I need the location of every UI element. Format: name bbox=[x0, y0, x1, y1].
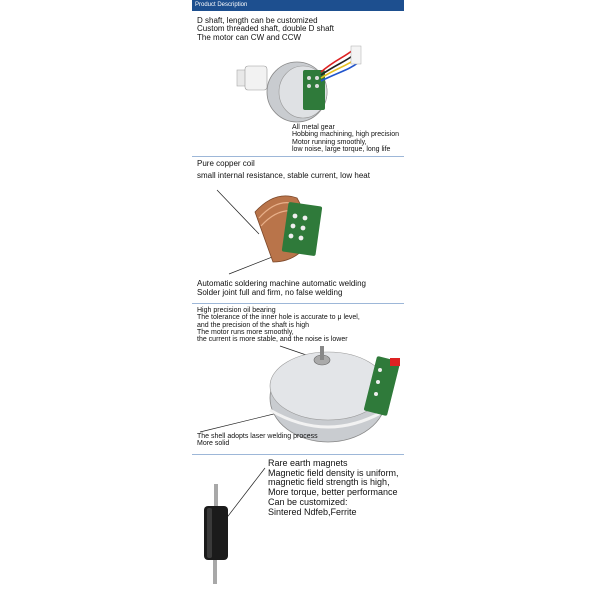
solder-text: Automatic soldering machine automatic we… bbox=[197, 279, 366, 298]
gear-line: low noise, large torque, long life bbox=[292, 146, 391, 154]
section-divider bbox=[192, 303, 404, 304]
header-title: Product Description bbox=[195, 2, 248, 8]
product-description-header: Product Description bbox=[192, 0, 404, 11]
coil-text: Pure copper coil small internal resistan… bbox=[197, 159, 370, 181]
bearing-line: and the precision of the shaft is high bbox=[197, 321, 310, 329]
solder-line: Solder joint full and firm, no false wel… bbox=[197, 288, 343, 298]
magnet-text: Rare earth magnets Magnetic field densit… bbox=[268, 458, 399, 517]
bearing-line: the current is more stable, and the nois… bbox=[197, 336, 348, 344]
coil-title: Pure copper coil bbox=[197, 159, 255, 168]
shell-line: More solid bbox=[197, 440, 230, 448]
coil-line: small internal resistance, stable curren… bbox=[197, 171, 370, 181]
motor-gear-image bbox=[236, 45, 362, 123]
gear-line: Motor running smoothly, bbox=[292, 138, 367, 146]
solder-line: Automatic soldering machine automatic we… bbox=[197, 279, 366, 288]
motor-bearing-image bbox=[199, 345, 400, 443]
magnet-line: Can be customized: bbox=[268, 496, 348, 507]
bearing-line: High precision oil bearing bbox=[197, 307, 276, 314]
gear-text: All metal gear Hobbing machining, high p… bbox=[292, 124, 399, 153]
gear-line: All metal gear bbox=[292, 124, 335, 131]
magnet-line: magnetic field strength is high, bbox=[268, 477, 390, 488]
shaft-text: D shaft, length can be customized Custom… bbox=[197, 16, 334, 42]
shaft-line: Custom threaded shaft, double D shaft bbox=[197, 24, 334, 34]
copper-coil-image bbox=[216, 189, 323, 275]
shell-text: The shell adopts laser welding process M… bbox=[197, 433, 318, 448]
magnet-rotor-image bbox=[204, 467, 266, 584]
shell-line: The shell adopts laser welding process bbox=[197, 433, 318, 440]
section-divider bbox=[192, 454, 404, 455]
shaft-line: D shaft, length can be customized bbox=[197, 16, 318, 25]
bearing-line: The motor runs more smoothly, bbox=[197, 329, 294, 337]
bearing-text: High precision oil bearing The tolerance… bbox=[197, 307, 360, 344]
shaft-line: The motor can CW and CCW bbox=[197, 32, 302, 42]
section-divider bbox=[192, 156, 404, 157]
bearing-line: The tolerance of the inner hole is accur… bbox=[197, 314, 360, 322]
magnet-line: Rare earth magnets bbox=[268, 458, 348, 468]
gear-line: Hobbing machining, high precision bbox=[292, 131, 400, 139]
magnet-line: Sintered Ndfeb,Ferrite bbox=[268, 506, 357, 517]
magnet-line: More torque, better performance bbox=[268, 487, 398, 498]
magnet-line: Magnetic field density is uniform, bbox=[268, 467, 399, 478]
